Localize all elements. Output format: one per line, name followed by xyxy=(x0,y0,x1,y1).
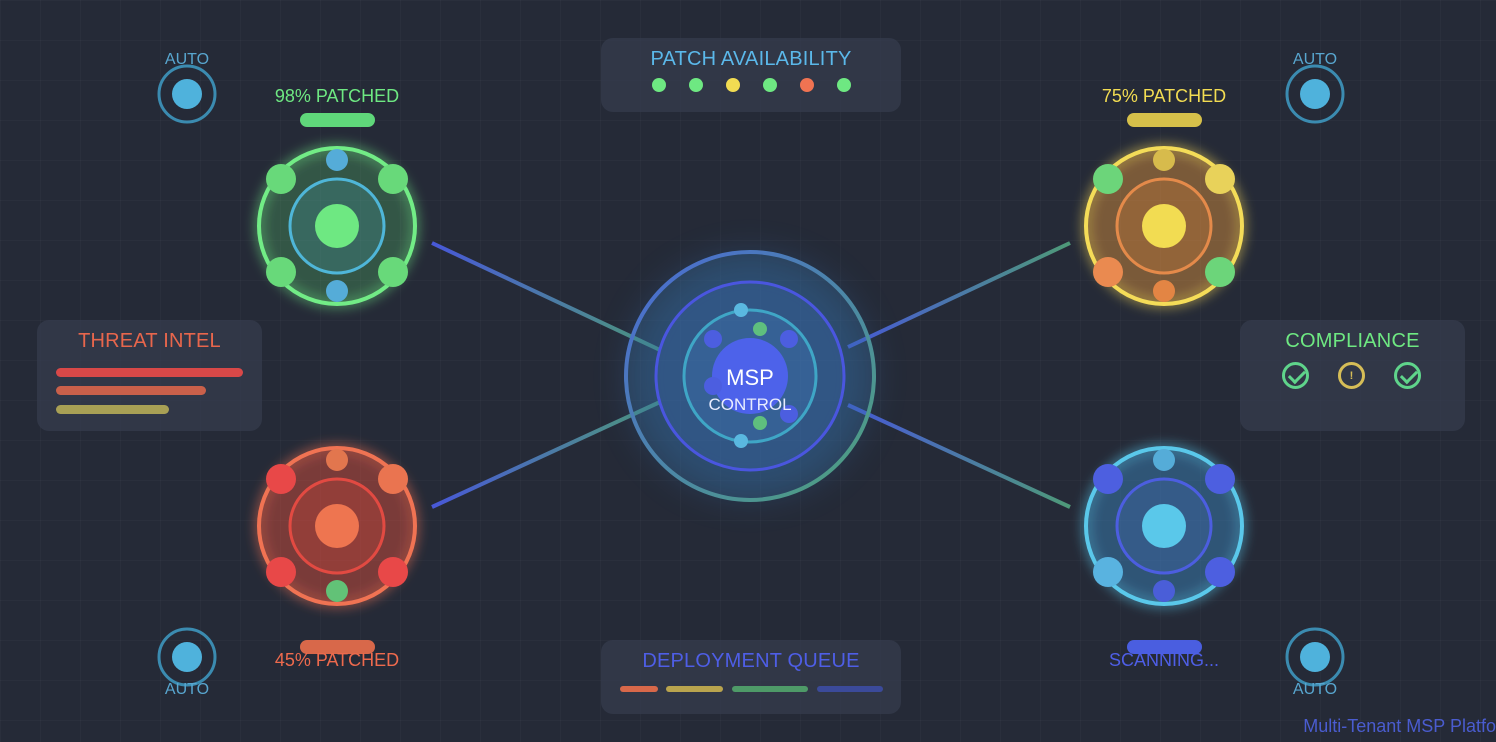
threat-intel-title: THREAT INTEL xyxy=(78,330,221,352)
tenant-node-top-left[interactable] xyxy=(257,146,417,306)
indicator-dot xyxy=(688,78,703,92)
tenant-node-bottom-left[interactable] xyxy=(257,446,417,606)
auto-label-bottom-left: AUTO xyxy=(164,681,210,698)
deployment-queue-panel[interactable]: DEPLOYMENT QUEUE xyxy=(601,640,901,714)
platform-footer-text: Multi-Tenant MSP Platfo xyxy=(1303,716,1496,736)
compliance-title: COMPLIANCE xyxy=(1285,330,1420,352)
threat-bar xyxy=(56,368,243,377)
threat-intel-panel[interactable]: THREAT INTEL xyxy=(37,320,262,431)
check-circle-icon xyxy=(1394,362,1421,389)
tenant-status-bottom-left: 45% PATCHED xyxy=(274,650,400,670)
patch-bar-top-left xyxy=(300,113,375,127)
tenant-node-top-right[interactable] xyxy=(1084,146,1244,306)
hub-label-msp: MSP xyxy=(726,365,774,390)
patch-bar-bottom-left xyxy=(300,640,375,654)
queue-stage-bar xyxy=(732,686,808,692)
auto-label-bottom-right: AUTO xyxy=(1292,681,1338,698)
link-top-right xyxy=(847,241,1071,349)
indicator-dot xyxy=(725,78,740,92)
tenant-status-top-left: 98% PATCHED xyxy=(274,86,400,106)
auto-node-top-right[interactable] xyxy=(1285,64,1345,124)
auto-node-bottom-right[interactable] xyxy=(1285,627,1345,687)
check-circle-icon xyxy=(1282,362,1309,389)
deployment-queue-title: DEPLOYMENT QUEUE xyxy=(642,650,860,672)
tenant-status-top-right: 75% PATCHED xyxy=(1101,86,1227,106)
warning-circle-icon: ! xyxy=(1338,362,1365,389)
tenant-status-bottom-right: SCANNING... xyxy=(1108,650,1219,670)
link-top-left xyxy=(431,241,661,352)
queue-stage-bar xyxy=(817,686,883,692)
patch-availability-panel[interactable]: PATCH AVAILABILITY xyxy=(601,38,901,112)
patch-bar-top-right xyxy=(1127,113,1202,127)
link-bottom-left xyxy=(431,400,661,509)
link-bottom-right xyxy=(847,403,1071,509)
threat-bar xyxy=(56,386,206,395)
patch-availability-indicators xyxy=(601,78,901,92)
auto-node-bottom-left[interactable] xyxy=(157,627,217,687)
hub-label-control: CONTROL xyxy=(708,395,791,414)
auto-node-top-left[interactable] xyxy=(157,64,217,124)
msp-control-hub[interactable]: MSP CONTROL xyxy=(624,250,876,502)
scan-bar-bottom-right xyxy=(1127,640,1202,654)
indicator-dot xyxy=(651,78,666,92)
queue-stage-bar xyxy=(666,686,723,692)
queue-stage-bar xyxy=(620,686,658,692)
tenant-node-bottom-right[interactable] xyxy=(1084,446,1244,606)
indicator-dot xyxy=(799,78,814,92)
indicator-dot xyxy=(836,78,851,92)
threat-bar xyxy=(56,405,169,414)
connection-lines xyxy=(431,241,1071,509)
indicator-dot xyxy=(762,78,777,92)
compliance-panel[interactable]: COMPLIANCE ! xyxy=(1240,320,1465,431)
auto-label-top-right: AUTO xyxy=(1292,51,1338,68)
patch-availability-title: PATCH AVAILABILITY xyxy=(650,48,852,70)
auto-label-top-left: AUTO xyxy=(164,51,210,68)
